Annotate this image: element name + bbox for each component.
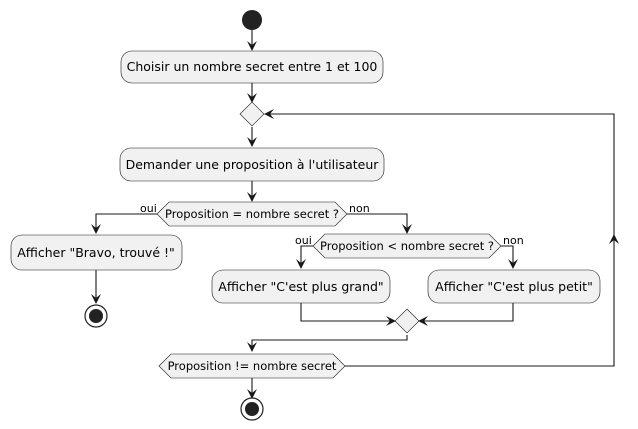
decision-equal: Proposition = nombre secret ? bbox=[156, 201, 348, 227]
edge-bigger-to-merge bbox=[300, 303, 393, 322]
arrowhead bbox=[609, 234, 619, 244]
decision-equal-label: Proposition = nombre secret ? bbox=[165, 207, 339, 221]
arrowhead bbox=[402, 224, 412, 234]
decision-less-label: Proposition < nombre secret ? bbox=[320, 239, 494, 253]
edge-equal-yes bbox=[95, 213, 157, 231]
action-ask-guess: Demander une proposition à l'utilisateur bbox=[119, 147, 385, 182]
action-show-bravo-label: Afficher "Bravo, trouvé !" bbox=[17, 245, 175, 260]
decision-loop: Proposition != nombre secret bbox=[158, 353, 346, 379]
decision-less: Proposition < nombre secret ? bbox=[312, 233, 502, 259]
action-choose-secret: Choisir un nombre secret entre 1 et 100 bbox=[120, 50, 384, 84]
arrowhead bbox=[247, 192, 257, 202]
action-ask-guess-label: Demander une proposition à l'utilisateur bbox=[126, 157, 380, 172]
action-choose-secret-label: Choisir un nombre secret entre 1 et 100 bbox=[127, 59, 378, 74]
arrowhead bbox=[264, 109, 274, 119]
arrowhead bbox=[247, 41, 257, 51]
edge-less-yes bbox=[300, 245, 313, 266]
branch-label-equal-yes: oui bbox=[140, 202, 157, 215]
arrowhead bbox=[247, 389, 257, 399]
arrowhead bbox=[91, 294, 101, 304]
arrowhead bbox=[508, 259, 518, 269]
action-show-smaller-label: Afficher "C'est plus petit" bbox=[435, 279, 593, 294]
arrowhead bbox=[247, 342, 257, 352]
branch-label-equal-no: non bbox=[349, 202, 370, 215]
decision-loop-label: Proposition != nombre secret bbox=[168, 359, 337, 373]
arrowhead bbox=[247, 137, 257, 147]
branch-label-less-yes: oui bbox=[295, 234, 312, 247]
action-show-bigger: Afficher "C'est plus grand" bbox=[211, 269, 391, 304]
arrowhead bbox=[91, 224, 101, 234]
loop-merge-diamond bbox=[239, 101, 265, 127]
action-show-smaller: Afficher "C'est plus petit" bbox=[427, 269, 601, 304]
stop-node-found bbox=[84, 304, 108, 328]
arrowhead bbox=[386, 316, 396, 326]
branch-label-less-no: non bbox=[503, 234, 524, 247]
edge-merge-to-loop bbox=[251, 335, 408, 349]
arrowhead bbox=[247, 93, 257, 103]
edge-smaller-to-merge bbox=[421, 303, 514, 322]
edge-equal-no bbox=[347, 213, 408, 231]
arrowhead bbox=[418, 316, 428, 326]
action-show-bravo: Afficher "Bravo, trouvé !" bbox=[10, 234, 183, 271]
action-show-bigger-label: Afficher "C'est plus grand" bbox=[218, 279, 383, 294]
stop-node-end bbox=[240, 397, 264, 421]
inner-merge-diamond bbox=[394, 308, 420, 334]
edge-less-no bbox=[501, 245, 514, 266]
start-node bbox=[242, 10, 262, 30]
arrowhead bbox=[296, 259, 306, 269]
edges bbox=[91, 30, 619, 399]
